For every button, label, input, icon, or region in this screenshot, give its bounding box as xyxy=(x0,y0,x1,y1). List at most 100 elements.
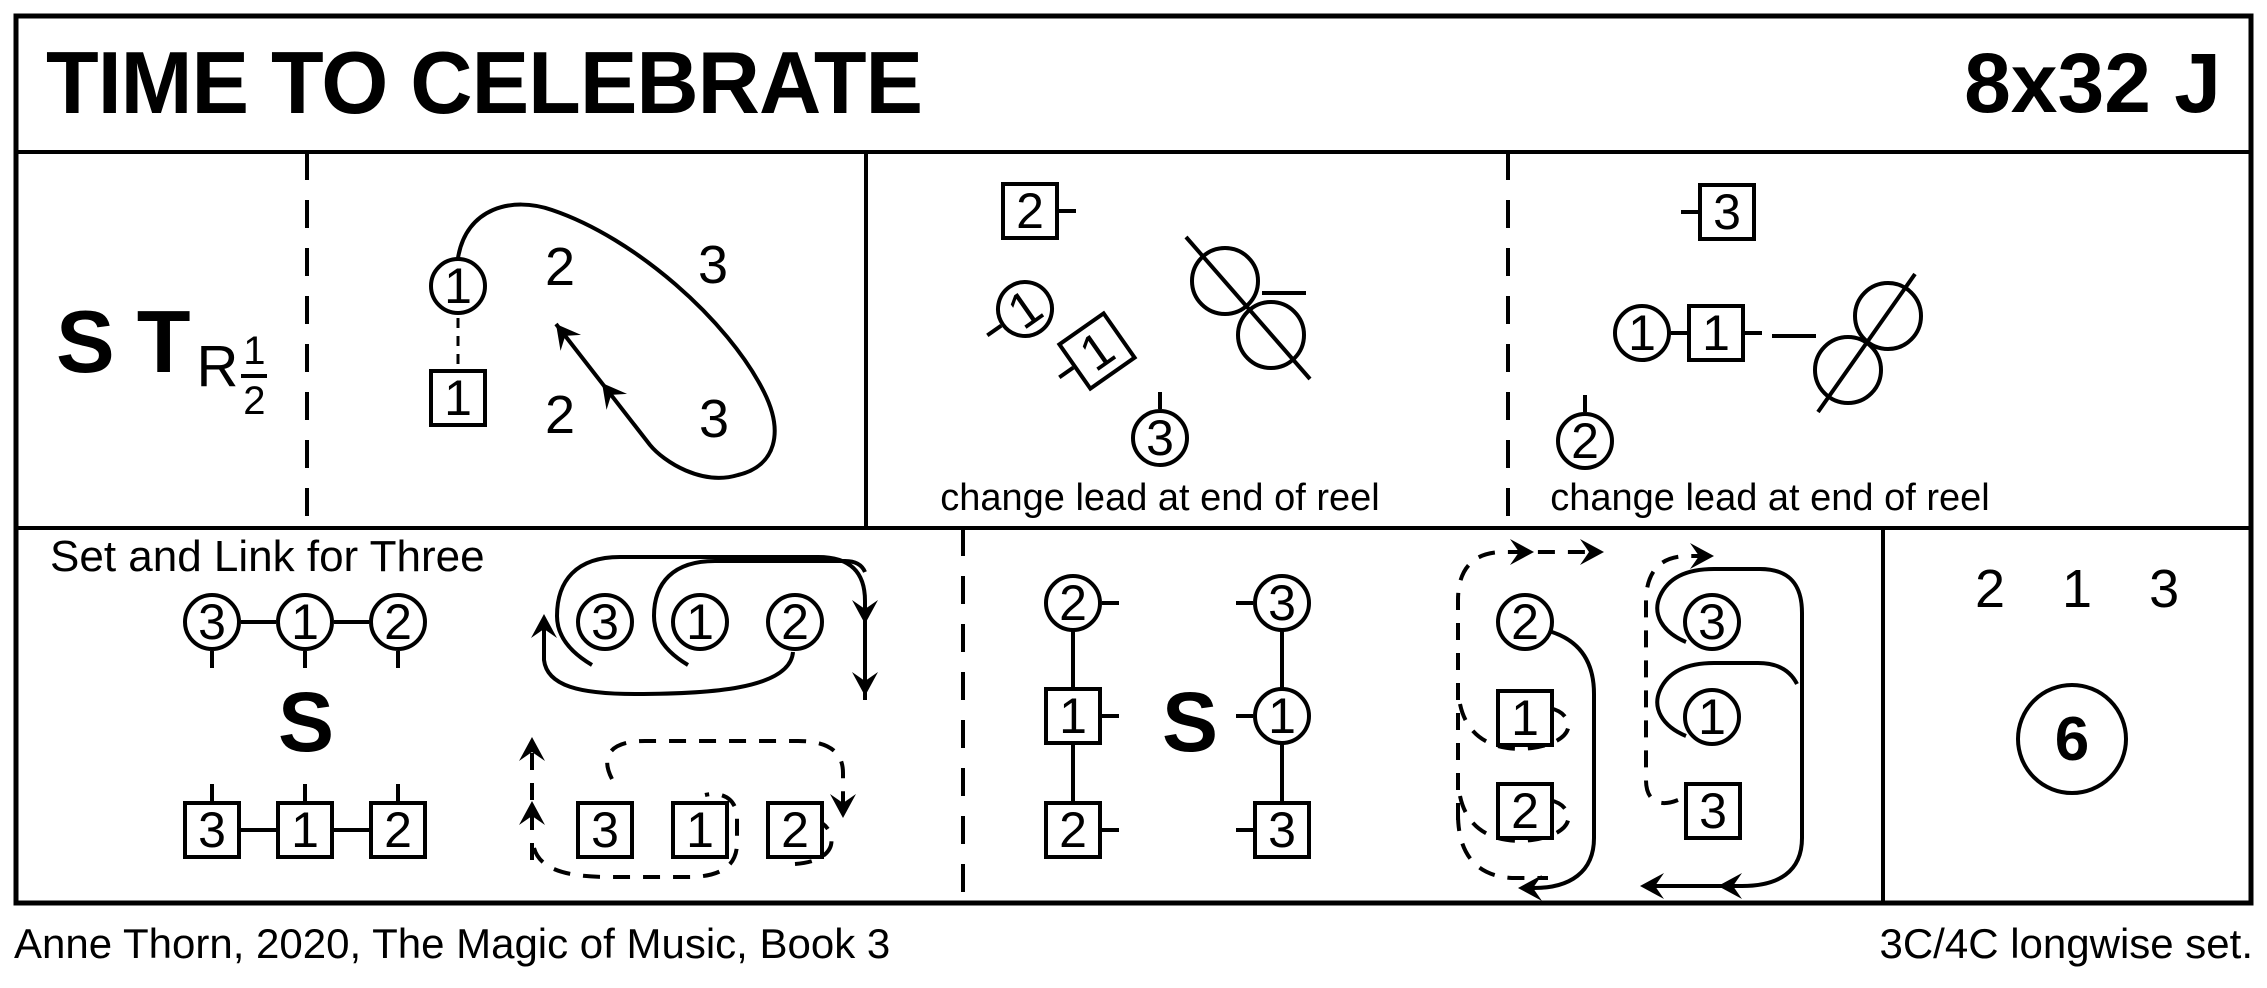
figure-heading: Set and Link for Three xyxy=(50,532,485,581)
outer-border xyxy=(13,13,2254,906)
token-man-1: 1 xyxy=(276,784,334,859)
token-label: 2 xyxy=(1016,183,1044,239)
dashed-path xyxy=(532,792,739,879)
token-label: 2 xyxy=(781,594,809,650)
token-man-3: 3 xyxy=(183,784,241,859)
token-label: 1 xyxy=(444,370,472,426)
token-woman-2: 2 xyxy=(1044,574,1119,632)
facing-tick xyxy=(1102,714,1119,718)
reel-slash xyxy=(1816,272,1917,414)
grid-lines xyxy=(13,13,2254,906)
token-label: 2 xyxy=(1571,413,1599,469)
facing-tick xyxy=(303,784,307,801)
facing-tick xyxy=(1102,601,1119,605)
token-label: 3 xyxy=(198,594,226,650)
facing-tick xyxy=(210,651,214,668)
facing-tick xyxy=(1059,209,1076,213)
token-label: 1 xyxy=(291,802,319,858)
facing-tick xyxy=(1102,828,1119,832)
token-label: 2 xyxy=(1511,783,1539,839)
right-hand-label: R xyxy=(196,334,239,399)
hand-join-line xyxy=(241,620,276,624)
token-label: 2 xyxy=(1059,802,1087,858)
facing-tick xyxy=(1681,210,1698,214)
title-row: TIME TO CELEBRATE 8x32 J xyxy=(14,14,2253,152)
token-man-1: 1 xyxy=(1496,689,1554,747)
token-man-3: 3 xyxy=(1236,801,1311,859)
token-label: 1 xyxy=(1702,305,1730,361)
token-woman-1: 1 xyxy=(1613,304,1688,362)
token-man-2: 2 xyxy=(369,784,427,859)
token-label: 3 xyxy=(591,802,619,858)
arrowhead-icon xyxy=(1718,873,1742,899)
hand-join-line xyxy=(1071,744,1075,802)
facing-tick xyxy=(1745,331,1762,335)
solid-path xyxy=(554,555,867,700)
reel-circle xyxy=(1190,246,1260,316)
token-label: 2 xyxy=(384,802,412,858)
facing-tick xyxy=(1236,828,1253,832)
arrowhead-icon xyxy=(556,324,582,351)
finishing-order: 2 1 3 xyxy=(1975,559,2190,619)
hand-join-line xyxy=(334,620,369,624)
reel-caption: change lead at end of reel xyxy=(940,477,1380,519)
reel-of-three-icon xyxy=(1772,272,1923,414)
position-number: 3 xyxy=(697,235,729,295)
set-link-paths-women xyxy=(531,555,878,700)
token-woman-2: 2 xyxy=(369,593,427,668)
token-man-2: 2 xyxy=(1496,782,1554,840)
token-label: 1 xyxy=(1628,305,1656,361)
token-label: 1 xyxy=(686,802,714,858)
hand-join-line xyxy=(1071,631,1075,689)
arrowhead-icon xyxy=(602,383,628,410)
token-label: 1 xyxy=(1069,320,1125,382)
facing-tick xyxy=(396,784,400,801)
token-label: 3 xyxy=(1699,783,1727,839)
token-man-1: 1 xyxy=(1044,687,1119,745)
token-label: 2 xyxy=(1059,575,1087,631)
reel-slash xyxy=(1184,235,1312,381)
position-number: 2 xyxy=(544,237,576,297)
token-label: 3 xyxy=(1698,594,1726,650)
dashed-path xyxy=(1644,554,1706,806)
token-woman-3: 3 xyxy=(1131,392,1189,467)
token-label: 3 xyxy=(1268,575,1296,631)
token-label: 3 xyxy=(1713,184,1741,240)
facing-tick xyxy=(1671,331,1688,335)
token-man-3: 3 xyxy=(1681,183,1756,241)
fraction-bar xyxy=(241,374,268,378)
arrowhead-icon xyxy=(1510,539,1534,565)
arrowhead-icon xyxy=(519,801,545,825)
turn-label: T xyxy=(136,292,195,391)
token-woman-3: 3 xyxy=(576,593,634,651)
token-label: 1 xyxy=(291,594,319,650)
link-paths-right-group xyxy=(1640,543,1804,899)
token-label: 3 xyxy=(198,802,226,858)
token-label: 1 xyxy=(444,258,472,314)
hand-join-line xyxy=(334,828,369,832)
arrowhead-icon xyxy=(852,672,878,696)
dance-title: TIME TO CELEBRATE xyxy=(46,33,923,132)
token-woman-2: 2 xyxy=(1556,395,1614,470)
cast-loop-path xyxy=(456,202,777,480)
fraction-denominator: 2 xyxy=(243,379,266,423)
facing-tick xyxy=(303,651,307,668)
set-type: 3C/4C longwise set. xyxy=(1879,920,2253,967)
reel-of-three-icon xyxy=(1184,235,1312,381)
arrowhead-icon xyxy=(531,614,557,638)
token-man-2: 2 xyxy=(1001,182,1076,240)
dashed-path xyxy=(1456,550,1594,820)
token-woman-1: 1 xyxy=(671,593,729,651)
token-woman-3: 3 xyxy=(183,593,241,668)
token-label: 2 xyxy=(781,802,809,858)
set-label: S xyxy=(1161,675,1219,769)
solid-path xyxy=(542,622,795,697)
fraction-numerator: 1 xyxy=(243,329,266,373)
set-label: S xyxy=(56,292,119,391)
set-link-paths-men xyxy=(519,737,856,879)
dashed-path xyxy=(1456,813,1548,880)
token-label: 2 xyxy=(384,594,412,650)
dashed-path xyxy=(605,739,845,810)
